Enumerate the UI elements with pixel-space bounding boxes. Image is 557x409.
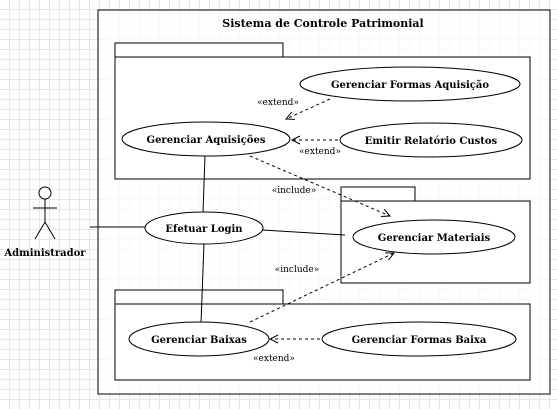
use-case-emitir-relatorio-custos[interactable]: Emitir Relatório Custos	[339, 122, 523, 158]
use-case-gerenciar-formas-aquisicao[interactable]: Gerenciar Formas Aquisição	[299, 66, 521, 102]
association-login-baixas	[200, 242, 205, 324]
use-case-label: Gerenciar Aquisições	[147, 135, 266, 146]
stereotype-label: «extend»	[253, 354, 295, 364]
use-case-efetuar-login[interactable]: Efetuar Login	[144, 211, 264, 245]
stereotype-label: «include»	[275, 265, 320, 275]
dependency-extend-formas-baixa: «extend»	[253, 339, 320, 364]
use-case-gerenciar-formas-baixa[interactable]: Gerenciar Formas Baixa	[321, 321, 517, 357]
dependency-include-baixas-materiais: «include»	[249, 253, 394, 323]
stereotype-label: «extend»	[299, 147, 341, 157]
stereotype-label: «include»	[272, 186, 317, 196]
dependency-extend-formas-aquisicao: «extend»	[257, 98, 331, 119]
use-case-gerenciar-materiais[interactable]: Gerenciar Materiais	[352, 219, 516, 255]
dependency-extend-relatorio: «extend»	[292, 140, 341, 157]
use-case-label: Emitir Relatório Custos	[365, 136, 498, 147]
actor-administrador[interactable]: Administrador	[3, 186, 86, 259]
dependency-include-aquisicoes-materiais: «include»	[249, 155, 390, 216]
association-login-materiais	[261, 229, 346, 236]
stereotype-label: «extend»	[257, 98, 299, 108]
use-case-label: Gerenciar Formas Baixa	[352, 335, 487, 346]
stick-figure-icon	[33, 186, 57, 240]
use-case-label: Gerenciar Formas Aquisição	[331, 80, 489, 91]
package-aquisicoes[interactable]	[114, 42, 531, 180]
use-case-label: Gerenciar Baixas	[151, 335, 247, 346]
association-aquisicoes-login	[202, 155, 206, 213]
actor-label: Administrador	[3, 248, 86, 259]
use-case-gerenciar-baixas[interactable]: Gerenciar Baixas	[128, 321, 270, 357]
use-case-gerenciar-aquisicoes[interactable]: Gerenciar Aquisições	[121, 121, 291, 157]
system-title: Sistema de Controle Patrimonial	[222, 17, 423, 30]
use-case-label: Efetuar Login	[165, 224, 243, 235]
use-case-label: Gerenciar Materiais	[378, 233, 491, 244]
